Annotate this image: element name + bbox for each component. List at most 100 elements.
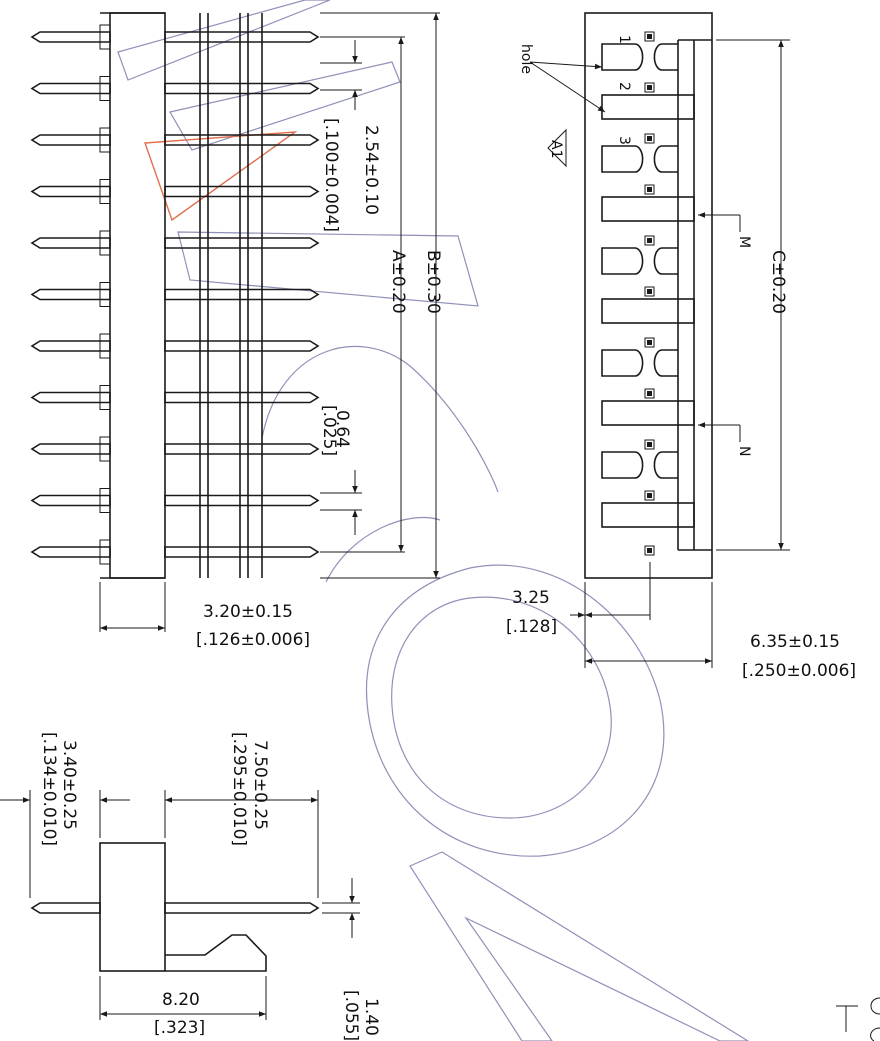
hole-leader xyxy=(529,61,603,70)
pin-mate xyxy=(164,443,320,455)
top-view-edges xyxy=(100,12,165,579)
pitch-alt-label: [.100±0.004] xyxy=(321,118,341,232)
hole-square-fill xyxy=(647,289,652,294)
hole-square-fill xyxy=(647,136,652,141)
hole-square-fill xyxy=(647,548,652,553)
hole-square-fill xyxy=(647,391,652,396)
partial-symbol xyxy=(836,1005,858,1032)
flat-slot xyxy=(601,400,695,426)
pin-tail xyxy=(30,237,111,249)
flat-slot xyxy=(601,94,695,120)
pin-width-main-label: 0.64 xyxy=(332,410,352,448)
side-view-pin-tail xyxy=(30,902,101,914)
pin-tail xyxy=(30,391,111,404)
pin-tail xyxy=(30,546,111,558)
hole-square-fill xyxy=(647,85,652,90)
partial-symbol xyxy=(870,1027,880,1041)
pin-mate xyxy=(164,494,320,507)
housing-notch xyxy=(99,127,110,153)
hole-square-fill xyxy=(647,34,652,39)
housing-notch xyxy=(99,179,110,204)
revision-mark: A1 xyxy=(548,140,564,158)
pitch-main-label: 2.54±0.10 xyxy=(361,125,381,215)
hole-square-fill xyxy=(647,187,652,192)
side-view-latch xyxy=(165,934,267,972)
pin-mate xyxy=(164,185,320,198)
len-main-label: 8.20 xyxy=(162,990,200,1010)
marker-m-label: M xyxy=(736,236,752,248)
pin-number-3: 3 xyxy=(616,136,632,145)
depth-main-label: 3.20±0.15 xyxy=(203,602,293,622)
hole-square xyxy=(644,133,655,144)
hole-square xyxy=(644,31,655,42)
hole-label: hole xyxy=(518,44,534,74)
pin-tail xyxy=(30,288,111,301)
front-view-slots xyxy=(601,31,695,556)
side-view-housing xyxy=(99,842,166,972)
pin-mate xyxy=(164,82,320,95)
contact-slot xyxy=(601,43,644,71)
contact-slot xyxy=(653,145,678,173)
flat-slot xyxy=(601,196,695,222)
pin-tail xyxy=(30,494,111,507)
pin-mate xyxy=(164,31,320,43)
partial-symbol xyxy=(870,997,880,1015)
pin-number-2: 2 xyxy=(616,82,632,91)
top-view-pins xyxy=(30,24,320,565)
top-view-housing xyxy=(109,12,166,579)
depth-alt-label: [.126±0.006] xyxy=(196,630,310,650)
pin-tail xyxy=(30,134,111,146)
hole-leader xyxy=(529,61,606,113)
pin-mate xyxy=(164,288,320,301)
tail-main-label: 3.40±0.25 xyxy=(59,740,79,830)
hole-square xyxy=(644,388,655,399)
hole-square xyxy=(644,82,655,93)
hole-square xyxy=(644,545,655,556)
offset-alt-label: [.128] xyxy=(506,617,557,637)
contact-slot xyxy=(653,247,678,275)
hole-square-fill xyxy=(647,493,652,498)
hole-square xyxy=(644,490,655,501)
mate-main-label: 7.50±0.25 xyxy=(250,740,270,830)
hole-square-fill xyxy=(647,340,652,345)
hole-square xyxy=(644,439,655,450)
height-main-label: 6.35±0.15 xyxy=(750,632,840,652)
offset-main-label: 3.25 xyxy=(512,588,550,608)
revision-triangle xyxy=(547,128,567,168)
pin-mate xyxy=(164,391,320,404)
hole-square xyxy=(644,184,655,195)
housing-notch xyxy=(99,24,110,50)
contact-slot xyxy=(653,43,678,71)
hole-square-fill xyxy=(647,238,652,243)
housing-notch xyxy=(99,539,110,565)
height-alt-label: [.250±0.006] xyxy=(742,661,856,681)
contact-slot xyxy=(653,451,678,479)
len-alt-label: [.323] xyxy=(154,1018,205,1038)
hole-square xyxy=(644,337,655,348)
front-view-housing xyxy=(584,12,713,579)
pin-mate xyxy=(164,237,320,249)
pin-tail xyxy=(30,82,111,95)
pin-width-alt-label: [.025] xyxy=(319,405,339,456)
contact-slot xyxy=(653,349,678,377)
pin-number-1: 1 xyxy=(616,35,632,44)
thick-alt-label: [.055] xyxy=(341,990,361,1041)
housing-notch xyxy=(99,385,110,410)
dim-c-label: C±0.20 xyxy=(768,250,788,314)
housing-notch xyxy=(99,436,110,462)
dim-b-label: B±0.30 xyxy=(423,250,443,314)
pin-tail xyxy=(30,340,111,352)
pin-tail xyxy=(30,443,111,455)
hole-square-fill xyxy=(647,442,652,447)
pin-tail xyxy=(30,31,111,43)
contact-slot xyxy=(601,451,644,479)
housing-notch xyxy=(99,282,110,307)
pin-mate xyxy=(164,340,320,352)
flat-slot xyxy=(601,502,695,528)
highlight-triangle xyxy=(144,131,298,222)
side-view-pin-mate xyxy=(164,902,320,914)
mate-alt-label: [.295±0.010] xyxy=(229,732,249,846)
pin-tail xyxy=(30,185,111,198)
